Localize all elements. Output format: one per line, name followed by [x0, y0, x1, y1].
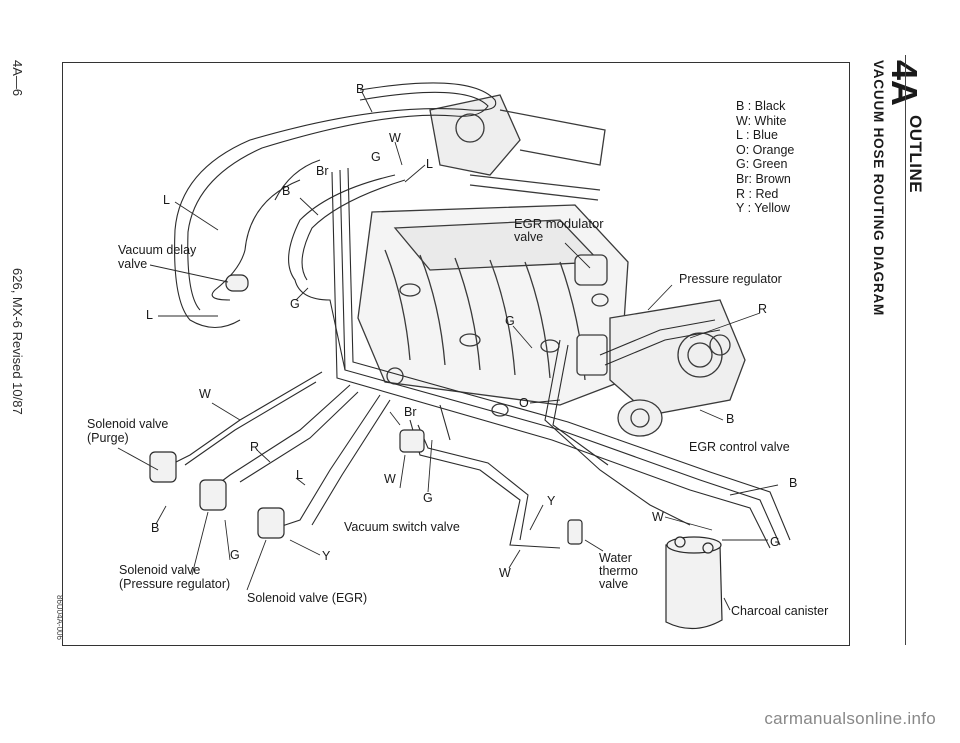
hose-letter: B: [356, 82, 365, 96]
hose-letter: O: [519, 396, 529, 410]
label-pressure-regulator: Pressure regulator: [679, 272, 782, 286]
label-vacuum-switch-valve: Vacuum switch valve: [344, 520, 460, 534]
hose-letter: W: [199, 387, 211, 401]
diagram-frame: [62, 62, 850, 646]
revision-note: 626, MX-6 Revised 10/87: [10, 268, 25, 415]
hose-letter: B: [282, 184, 291, 198]
legend-item: Y : Yellow: [736, 201, 790, 216]
hose-letter: Br: [404, 405, 417, 419]
label-vacuum-delay: Vacuum delay: [118, 243, 197, 257]
hose-letter: G: [423, 491, 433, 505]
label-water-thermo: Water: [599, 551, 632, 565]
label-egr-control-valve: EGR control valve: [689, 440, 790, 454]
legend-item: B : Black: [736, 99, 786, 113]
label-water-thermo-line2: thermo: [599, 564, 638, 578]
hose-letter: L: [426, 157, 433, 171]
color-legend: B : Black W: White L : Blue O: Orange G:…: [736, 99, 794, 216]
hose-letter: L: [163, 193, 170, 207]
figure-id: 86U04A-006: [55, 595, 64, 640]
section-title: OUTLINE: [906, 115, 925, 194]
label-solenoid-purge-line2: (Purge): [87, 431, 129, 445]
label-solenoid-pressure-line2: (Pressure regulator): [119, 577, 231, 591]
hose-letter: G: [770, 535, 780, 549]
hose-letter: Br: [316, 164, 329, 178]
section-number: 4A: [884, 60, 925, 107]
hose-letter: G: [290, 297, 300, 311]
hose-letter: L: [146, 308, 153, 322]
hose-letter: W: [652, 510, 664, 524]
label-solenoid-egr: Solenoid valve (EGR): [247, 591, 368, 605]
legend-item: G: Green: [736, 157, 788, 172]
legend-item: O: Orange: [736, 142, 795, 157]
hose-letter: R: [758, 302, 768, 316]
hose-letter: W: [499, 566, 511, 580]
label-solenoid-pressure: Solenoid valve: [119, 563, 201, 577]
hose-letter: Y: [547, 494, 556, 508]
hose-letter: G: [505, 314, 515, 328]
legend-item: Br: Brown: [736, 171, 791, 186]
page-title: VACUUM HOSE ROUTING DIAGRAM: [871, 60, 886, 317]
hose-letter: B: [726, 412, 735, 426]
hose-letter: G: [371, 150, 381, 164]
page-number: 4A—6: [10, 60, 25, 97]
label-egr-modulator: EGR modulator: [514, 216, 604, 231]
hose-letter: W: [389, 131, 401, 145]
hose-letter: W: [384, 472, 396, 486]
label-solenoid-purge: Solenoid valve: [87, 417, 169, 431]
hose-letter: B: [789, 476, 798, 490]
hose-letter: G: [230, 548, 240, 562]
watermark-text: carmanualsonline.info: [764, 709, 936, 728]
hose-letter: B: [151, 521, 160, 535]
label-vacuum-delay-line2: valve: [118, 257, 148, 271]
label-egr-modulator-line2: valve: [514, 230, 544, 244]
legend-item: R : Red: [736, 186, 779, 201]
header-rule: [905, 55, 906, 645]
legend-item: L : Blue: [736, 128, 778, 143]
label-water-thermo-line3: valve: [599, 577, 629, 591]
hose-letter: Y: [322, 549, 331, 563]
hose-letter: R: [250, 440, 260, 454]
legend-item: W: White: [736, 113, 787, 128]
hose-letter: L: [296, 468, 303, 482]
label-charcoal-canister: Charcoal canister: [731, 604, 829, 618]
